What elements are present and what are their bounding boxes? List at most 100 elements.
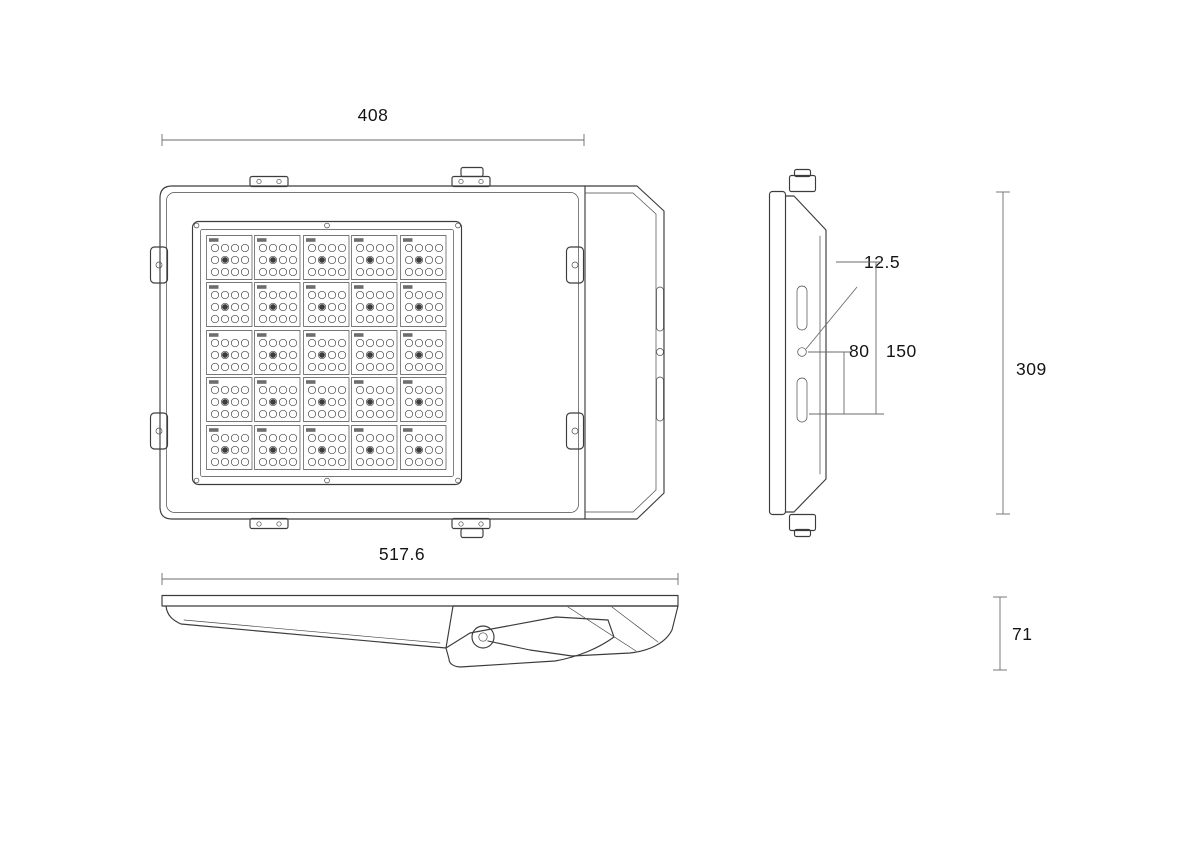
led-module (206, 425, 253, 470)
led-module (351, 235, 398, 280)
tab-screw (458, 178, 464, 185)
latch-clip-left-upper (149, 246, 169, 284)
panel-screw (193, 222, 200, 229)
led-module (400, 282, 447, 327)
latch-clip-left-lower (149, 412, 169, 450)
dimension-slot-span: 150 (836, 261, 917, 415)
front-frame-edge (768, 190, 787, 516)
clip-screw (155, 427, 163, 435)
panel-screw (455, 222, 461, 229)
dimension-label-71: 71 (1012, 624, 1032, 644)
panel-inner-frame (200, 229, 454, 477)
led-module (254, 377, 301, 422)
led-module (303, 377, 350, 422)
led-module (254, 235, 301, 280)
latch-clip-right-lower (565, 412, 585, 450)
panel-screw (324, 222, 330, 229)
dimension-profile-height: 71 (993, 596, 1032, 671)
pivot-hole (797, 347, 807, 357)
panel-bezel (191, 220, 463, 486)
dimension-overall-height: 309 (996, 191, 1047, 515)
dimension-label-309: 309 (1016, 359, 1047, 379)
side-view (768, 168, 827, 538)
mounting-tab-bottom (788, 513, 817, 532)
housing-inner-line (584, 192, 657, 513)
tab-body (451, 175, 491, 188)
dimension-label-80: 80 (849, 341, 869, 361)
tab-screw (256, 521, 262, 527)
led-module (206, 377, 253, 422)
housing-slot (656, 376, 664, 422)
led-module (206, 282, 253, 327)
housing-profile (785, 195, 827, 513)
tab-screw (276, 178, 282, 185)
led-module (400, 330, 447, 375)
clip-body (565, 246, 585, 284)
led-module (254, 330, 301, 375)
frame-inner-line (166, 192, 579, 513)
tab-cap (460, 166, 484, 178)
led-module (400, 425, 447, 470)
dimension-hole-to-slot: 80 (808, 341, 884, 415)
led-module (351, 425, 398, 470)
latch-clip-right-upper (565, 246, 585, 284)
led-module (254, 282, 301, 327)
led-module (206, 235, 253, 280)
leader-line (805, 286, 858, 350)
led-module (303, 330, 350, 375)
mounting-tab-top-left (249, 175, 289, 188)
tab-screw (276, 521, 282, 527)
mount-slot-upper (796, 285, 808, 331)
clip-body (149, 246, 169, 284)
led-module (303, 235, 350, 280)
tab-body (451, 517, 491, 530)
mounting-tab-top (788, 174, 817, 193)
clip-body (149, 412, 169, 450)
clip-screw (155, 261, 163, 269)
led-module (254, 425, 301, 470)
clip-screw (571, 261, 579, 269)
led-module (400, 377, 447, 422)
tab-body (249, 175, 289, 188)
pivot-knob-center (478, 632, 488, 642)
dimension-label-517-6: 517.6 (379, 544, 425, 564)
tab-cap (460, 527, 484, 539)
mount-slot-lower (796, 377, 808, 423)
lens-wedge (165, 605, 454, 649)
clip-body (565, 412, 585, 450)
panel-screw (193, 477, 200, 484)
led-module (400, 235, 447, 280)
tab-screw (478, 178, 484, 185)
mounting-tab-top-right (451, 166, 491, 188)
led-module (206, 330, 253, 375)
lens-inner-line (183, 619, 441, 644)
rear-facet-line (611, 606, 659, 643)
panel-screw (324, 477, 330, 484)
led-module (303, 282, 350, 327)
tab-screw (256, 178, 262, 185)
housing-slot (656, 286, 664, 332)
front-view (149, 166, 665, 539)
tab-screw (478, 521, 484, 527)
dimension-overall-length: 517.6 (161, 544, 679, 585)
led-module (303, 425, 350, 470)
led-module (351, 330, 398, 375)
mounting-tab-top-cap (793, 168, 812, 178)
dimension-front-width: 408 (161, 105, 585, 146)
clip-screw (571, 427, 579, 435)
dimension-label-408: 408 (358, 105, 389, 125)
profile-view (161, 594, 679, 668)
pivot-knob (471, 625, 495, 649)
housing-hole (656, 348, 664, 356)
dimension-label-150: 150 (886, 341, 917, 361)
mounting-yoke (445, 616, 615, 668)
rear-facet-line (567, 606, 637, 652)
panel-screw (455, 477, 461, 484)
rear-body-profile (452, 605, 679, 657)
mounting-tab-bottom-cap (793, 528, 812, 538)
led-module (351, 282, 398, 327)
led-panel (191, 220, 463, 486)
mounting-tab-bottom-left (249, 517, 289, 530)
